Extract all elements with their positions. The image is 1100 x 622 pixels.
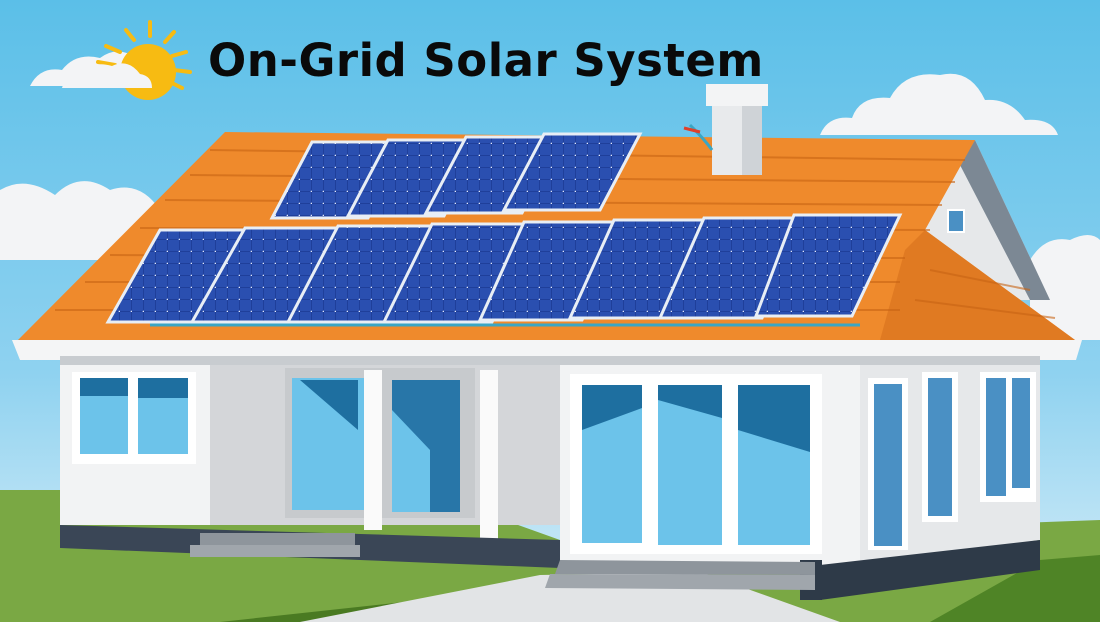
porch-column	[364, 370, 382, 530]
chimney	[706, 84, 768, 175]
windows-right	[868, 372, 1036, 550]
page-title: On-Grid Solar System	[208, 34, 764, 87]
window-center	[570, 374, 822, 554]
steps	[190, 533, 815, 590]
porch-column	[480, 370, 498, 540]
eave	[12, 340, 1082, 360]
solar-panels-bottom-row	[105, 213, 903, 324]
solar-panels-top-row	[269, 132, 643, 220]
porch-doors	[292, 378, 460, 512]
sun-icon	[62, 20, 192, 100]
window-left	[72, 372, 196, 464]
